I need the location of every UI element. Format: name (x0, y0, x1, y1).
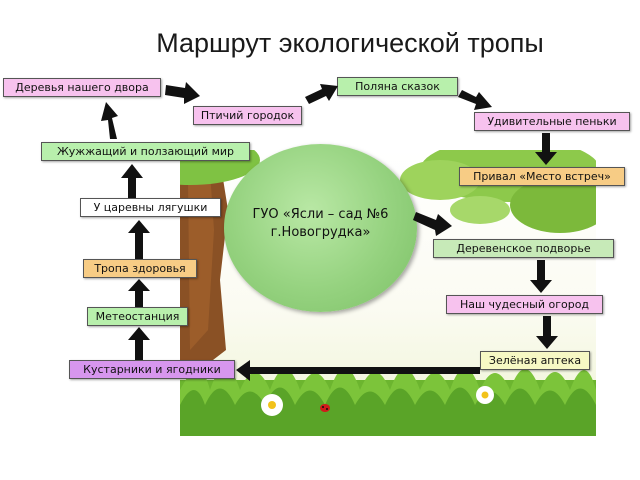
center-label-line2: г.Новогрудка» (270, 225, 371, 240)
node-halt: Привал «Место встреч» (459, 167, 625, 186)
arrow-glade-to-stumps (458, 90, 492, 110)
arrow-birdtown-to-glade (305, 84, 338, 104)
arrow-weather-to-health (128, 279, 150, 307)
node-frog: У царевны лягушки (80, 198, 221, 217)
node-village: Деревенское подворье (433, 239, 614, 258)
node-shrubs: Кустарники и ягодники (69, 360, 235, 379)
daisy-flower (261, 394, 283, 416)
center-circle: ГУО «Ясли – сад №6 г.Новогрудка» (224, 144, 417, 312)
node-garden: Наш чудесный огород (446, 295, 603, 314)
node-health: Тропа здоровья (83, 259, 197, 278)
arrow-health-to-frog (128, 220, 150, 259)
arrow-pharmacy-to-shrubs (236, 360, 480, 381)
daisy-flower (476, 386, 494, 404)
arrow-insects-to-trees (101, 102, 118, 139)
node-glade: Поляна сказок (337, 77, 458, 96)
node-birdtown: Птичий городок (193, 106, 302, 125)
arrow-trees-to-birdtown (165, 82, 200, 104)
ladybug-icon (320, 404, 330, 412)
arrow-village-to-garden (530, 260, 552, 293)
node-weather: Метеостанция (87, 307, 188, 326)
node-trees: Деревья нашего двора (3, 78, 161, 97)
arrow-shrubs-to-weather (128, 327, 150, 360)
node-pharmacy: Зелёная аптека (480, 351, 590, 370)
center-label: ГУО «Ясли – сад №6 г.Новогрудка» (224, 206, 417, 242)
arrow-garden-to-pharmacy (536, 316, 558, 349)
arrow-stumps-to-halt (535, 133, 557, 165)
node-insects: Жужжащий и ползающий мир (41, 142, 250, 161)
arrow-frog-to-insects (121, 164, 143, 198)
arrow-center-to-village (413, 212, 452, 236)
center-label-line1: ГУО «Ясли – сад №6 (252, 207, 389, 222)
page-title: Маршрут экологической тропы (156, 28, 544, 58)
node-stumps: Удивительные пеньки (474, 112, 630, 131)
